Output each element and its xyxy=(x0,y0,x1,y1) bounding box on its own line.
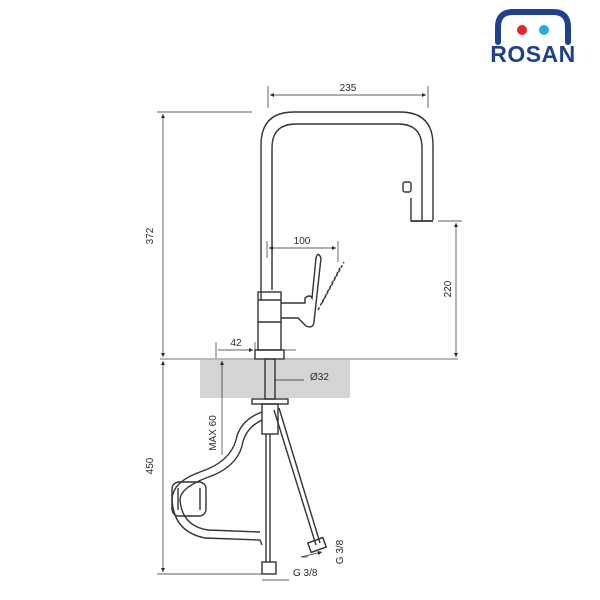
lever-alt-position xyxy=(317,267,341,311)
dim-hose-length: 450 xyxy=(145,457,156,474)
dim-total-height: 372 xyxy=(145,227,156,244)
dimension-lines xyxy=(157,86,462,581)
supply-hose-b xyxy=(278,407,321,544)
dim-handle-reach: 100 xyxy=(294,236,311,247)
dim-max-thickness: MAX 60 xyxy=(208,415,219,451)
logo-cyan-dot-icon xyxy=(539,25,549,35)
bottom-fitting xyxy=(261,561,277,575)
lever-handle xyxy=(281,253,322,328)
base-collar xyxy=(254,349,285,360)
hose-weight xyxy=(171,481,207,517)
logo-arch-icon xyxy=(495,9,571,45)
dim-thread-bottom: G 3/8 xyxy=(293,568,318,579)
dim-spout-height: 220 xyxy=(443,280,454,297)
dim-hole-diameter: Ø32 xyxy=(310,372,329,383)
pullout-hose-loop-inner xyxy=(179,419,263,533)
spout-outer xyxy=(260,111,434,300)
dim-base-offset: 42 xyxy=(230,338,242,349)
pullout-hose-loop xyxy=(171,411,263,546)
spray-button xyxy=(402,181,412,193)
faucet-outline xyxy=(171,111,434,575)
faucet-body xyxy=(257,291,282,351)
logo-red-dot-icon xyxy=(517,25,527,35)
supply-hose-a xyxy=(273,409,317,546)
brand-name: ROSAN xyxy=(490,41,576,67)
brand-logo: ROSAN xyxy=(490,9,576,67)
lever-alt-position-2 xyxy=(321,261,345,304)
mounting-nut xyxy=(261,403,279,435)
supply-hose-fitting xyxy=(306,536,328,554)
spout-inner xyxy=(271,123,423,290)
mounting-plate xyxy=(251,398,289,405)
dim-thread-right: G 3/8 xyxy=(335,539,346,564)
dim-spout-reach: 235 xyxy=(340,83,357,94)
